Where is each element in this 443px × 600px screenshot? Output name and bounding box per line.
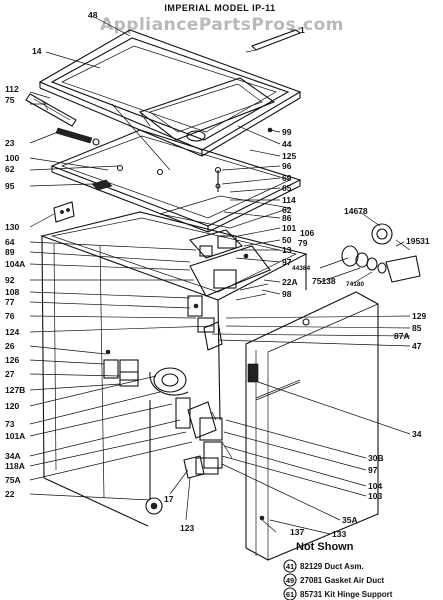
part-label-22a: 22A (282, 277, 298, 287)
part-label-35a: 35A (342, 515, 358, 525)
part-label-97b: 97 (368, 465, 378, 475)
part-label-62: 62 (5, 164, 15, 174)
part-label-100: 100 (5, 153, 19, 163)
part-label-19531: 19531 (406, 236, 430, 246)
part-label-44384: 44384 (292, 265, 310, 272)
part-label-64: 64 (5, 237, 15, 247)
diagram-title: IMPERIAL MODEL IP-11 (164, 3, 275, 13)
part-label-118a: 118A (5, 461, 25, 471)
top-panel (50, 129, 302, 233)
hinge-part (25, 93, 77, 127)
part-label-124: 124 (5, 327, 19, 337)
not-shown-item-41: 82129 Duct Asm. (300, 562, 364, 571)
part-label-85: 85 (412, 323, 422, 333)
part-label-101: 101 (282, 223, 296, 233)
leader-lines (29, 17, 411, 535)
part-label-76: 76 (5, 311, 15, 321)
part-label-96: 96 (282, 161, 292, 171)
part-label-101a: 101A (5, 431, 25, 441)
part-label-114: 114 (282, 195, 296, 205)
callout-circle-49 (283, 573, 297, 587)
part-label-106: 106 (300, 228, 314, 238)
not-shown-num-61: 61 (286, 590, 294, 599)
part-label-1: 1 (300, 25, 305, 35)
lid-switch-part (55, 127, 100, 146)
part-label-86: 86 (282, 213, 292, 223)
part-label-127b: 127B (5, 385, 25, 395)
part-label-126: 126 (5, 355, 19, 365)
part-label-137: 137 (290, 527, 304, 537)
part-label-125: 125 (282, 151, 296, 161)
callout-circle-41 (283, 559, 297, 573)
part-label-89: 89 (5, 247, 15, 257)
inner-gasket (159, 195, 291, 229)
part-label-98: 98 (282, 289, 292, 299)
part-label-34a: 34A (5, 451, 21, 461)
part-label-27: 27 (5, 369, 15, 379)
callout-circle-61 (283, 587, 297, 600)
not-shown-num-49: 49 (286, 576, 294, 585)
hinge-plate (53, 201, 75, 223)
blower-assembly (119, 359, 217, 515)
part-label-48: 48 (88, 10, 98, 20)
part-label-120: 120 (5, 401, 19, 411)
part-label-75: 75 (5, 95, 15, 105)
part-label-103: 103 (368, 491, 382, 501)
part-label-79: 79 (298, 238, 308, 248)
part-label-77: 77 (5, 297, 15, 307)
part-label-133: 133 (332, 529, 346, 539)
part-label-112: 112 (5, 84, 19, 94)
part-label-26: 26 (5, 341, 15, 351)
part-label-123: 123 (180, 523, 194, 533)
front-door-panel (245, 291, 379, 561)
part-label-34: 34 (412, 429, 422, 439)
control-components (187, 229, 271, 351)
part-label-130: 130 (5, 222, 19, 232)
part-label-14: 14 (32, 46, 42, 56)
part-label-13: 13 (282, 245, 292, 255)
not-shown-heading: Not Shown (296, 541, 354, 553)
part-label-62b: 62 (282, 205, 292, 215)
part-label-104b: 104 (368, 481, 382, 491)
part-label-95: 95 (5, 181, 15, 191)
part-label-108: 108 (5, 287, 19, 297)
part-label-92: 92 (5, 275, 15, 285)
part-label-30b: 30B (368, 453, 384, 463)
motor-pulley-parts (341, 223, 421, 283)
part-label-17: 17 (164, 494, 174, 504)
part-label-87a: 87A (394, 331, 410, 341)
part-label-47: 47 (412, 341, 422, 351)
part-label-129: 129 (412, 311, 426, 321)
door-hinge-parts (103, 349, 265, 521)
watermark-text: AppliancePartsPros.com (100, 15, 344, 35)
part-label-74180: 74180 (346, 281, 364, 288)
part-label-23: 23 (5, 138, 15, 148)
part-label-69: 69 (282, 173, 292, 183)
not-shown-num-41: 41 (286, 562, 294, 571)
part-label-73: 73 (5, 419, 15, 429)
part-label-99: 99 (282, 127, 292, 137)
part-label-14678: 14678 (344, 206, 368, 216)
cabinet-body (40, 211, 308, 527)
not-shown-item-61: 85731 Kit Hinge Support (300, 590, 393, 599)
part-label-44: 44 (282, 139, 292, 149)
part-label-104a: 104A (5, 259, 25, 269)
part-label-50: 50 (282, 235, 292, 245)
part-label-97a: 97 (282, 257, 292, 267)
part-labels: 48 1 14 112 75 23 100 62 95 99 44 125 96… (5, 10, 430, 539)
part-label-22: 22 (5, 489, 15, 499)
not-shown-legend: Not Shown 41 82129 Duct Asm. 49 27081 Ga… (283, 541, 393, 600)
part-label-75a: 75A (5, 475, 21, 485)
lid-assembly (38, 29, 302, 171)
part-label-65: 65 (282, 183, 292, 193)
not-shown-item-49: 27081 Gasket Air Duct (300, 576, 385, 585)
part-label-75138: 75138 (312, 276, 336, 286)
